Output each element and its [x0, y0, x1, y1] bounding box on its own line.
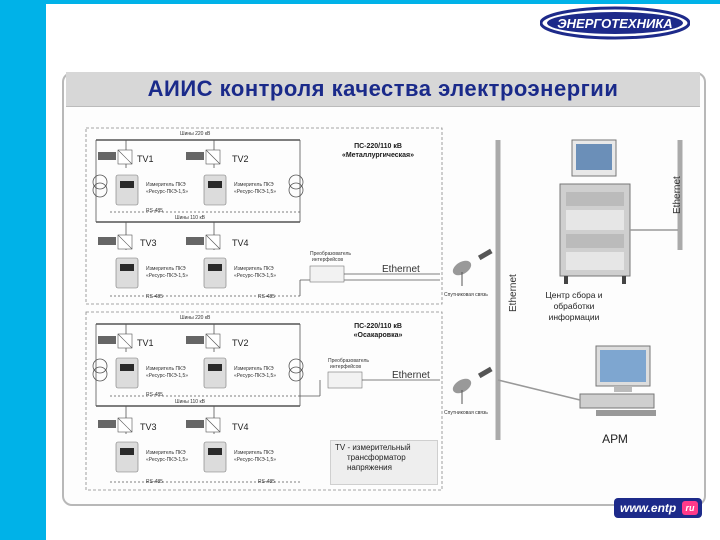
website-tld: ru — [682, 501, 698, 515]
sub2-meter4-label1: Измеритель ПКЭ — [234, 450, 274, 456]
sub2-bus110-label: Шины 110 кВ — [175, 399, 206, 405]
server-rack — [559, 139, 678, 284]
legend-line1: TV - измерительный — [335, 443, 411, 452]
center-ethernet-right: Ethernet — [672, 176, 683, 214]
substation2-frame — [85, 311, 443, 491]
sub1-meter3-label1: Измеритель ПКЭ — [146, 266, 186, 272]
sub2-bus220-label: Шины 220 кВ — [180, 315, 211, 321]
sub1-ethernet-label: Ethernet — [382, 264, 420, 275]
sub2-converter-label1: Преобразователь — [328, 358, 369, 364]
sub1-rs485-bottom-left: RS-485 — [146, 294, 163, 300]
sub1-meter1 — [115, 174, 139, 206]
arm-label: АРМ — [602, 432, 628, 446]
center-ethernet-vertical: Ethernet — [508, 274, 519, 312]
sub2-meter1 — [115, 357, 139, 389]
sub2-name: ПС-220/110 кВ«Осакаровка» — [353, 323, 403, 339]
sub2-tv2-label: TV2 — [232, 338, 249, 348]
sub2-satellite-label: Спутниковая связь — [444, 410, 488, 416]
arm-workstation — [497, 345, 656, 416]
sub1-meter3 — [115, 257, 139, 289]
top-accent-bar — [0, 0, 720, 4]
sub1-bus220-label: Шины 220 кВ — [180, 131, 211, 137]
logo-text: ЭНЕРГОТЕХНИКА — [557, 16, 672, 31]
sub2-meter3 — [115, 441, 139, 473]
sub1-bus110-label: Шины 110 кВ — [175, 215, 206, 221]
sub2-meter4-label2: «Ресурс-ПКЭ-1,5» — [234, 457, 277, 463]
sub1-meter2-label1: Измеритель ПКЭ — [234, 182, 274, 188]
sub1-tv3-label: TV3 — [140, 238, 157, 248]
sub1-meter4-label1: Измеритель ПКЭ — [234, 266, 274, 272]
sub1-meter2 — [203, 174, 227, 206]
sub1-meter4-label2: «Ресурс-ПКЭ-1,5» — [234, 273, 277, 279]
sub1-meter2-label2: «Ресурс-ПКЭ-1,5» — [234, 189, 277, 195]
sub1-tv1-label: TV1 — [137, 154, 154, 164]
sub2-meter4 — [203, 441, 227, 473]
legend-line2: трансформатор — [347, 453, 406, 462]
sub2-tv3-label: TV3 — [140, 422, 157, 432]
company-logo: ЭНЕРГОТЕХНИКА — [540, 6, 690, 40]
website-url: www.entp — [620, 501, 677, 515]
sub2-converter-label2: интерфейсов — [330, 364, 362, 370]
sub1-converter — [309, 265, 345, 283]
sub2-meter2-label1: Измеритель ПКЭ — [234, 366, 274, 372]
legend-box: TV - измерительный трансформатор напряже… — [330, 440, 438, 485]
sub2-ethernet-label: Ethernet — [392, 370, 430, 381]
satellite-dish-1 — [452, 248, 493, 286]
sub2-rs485-bottom-right: RS-485 — [258, 479, 275, 485]
data-center-label: Центр сбора и обработки информации — [545, 290, 603, 322]
sub1-meter1-label1: Измеритель ПКЭ — [146, 182, 186, 188]
satellite-dish-2 — [452, 366, 493, 404]
sub2-meter3-label2: «Ресурс-ПКЭ-1,5» — [146, 457, 189, 463]
page-title: АИИС контроля качества электроэнергии — [147, 76, 619, 101]
sub2-rs485-bottom-left: RS-485 — [146, 479, 163, 485]
sub2-meter1-label2: «Ресурс-ПКЭ-1,5» — [146, 373, 189, 379]
sub2-rs485-top: RS-485 — [146, 392, 163, 398]
sub2-meter1-label1: Измеритель ПКЭ — [146, 366, 186, 372]
title-bar — [66, 72, 700, 107]
sub2-meter2-label2: «Ресурс-ПКЭ-1,5» — [234, 373, 277, 379]
sub1-meter3-label2: «Ресурс-ПКЭ-1,5» — [146, 273, 189, 279]
sub1-meter1-label2: «Ресурс-ПКЭ-1,5» — [146, 189, 189, 195]
sub1-converter-label2: интерфейсов — [312, 257, 344, 263]
left-accent-bar — [0, 0, 46, 540]
sub1-satellite-label: Спутниковая связь — [444, 292, 488, 298]
sub2-meter2 — [203, 357, 227, 389]
sub1-meter4 — [203, 257, 227, 289]
sub1-converter-label1: Преобразователь — [310, 251, 351, 257]
website-badge[interactable]: www.entp ru — [614, 498, 702, 518]
sub1-rs485-bottom-right: RS-485 — [258, 294, 275, 300]
sub1-name: ПС-220/110 кВ«Металлургическая» — [341, 143, 415, 159]
sub2-tv4-label: TV4 — [232, 422, 249, 432]
substation1-frame — [85, 127, 443, 305]
sub2-converter — [327, 371, 363, 389]
sub1-tv4-label: TV4 — [232, 238, 249, 248]
sub2-meter3-label1: Измеритель ПКЭ — [146, 450, 186, 456]
sub1-tv2-label: TV2 — [232, 154, 249, 164]
sub2-tv1-label: TV1 — [137, 338, 154, 348]
legend-line3: напряжения — [347, 463, 392, 472]
sub1-rs485-top: RS-485 — [146, 208, 163, 214]
